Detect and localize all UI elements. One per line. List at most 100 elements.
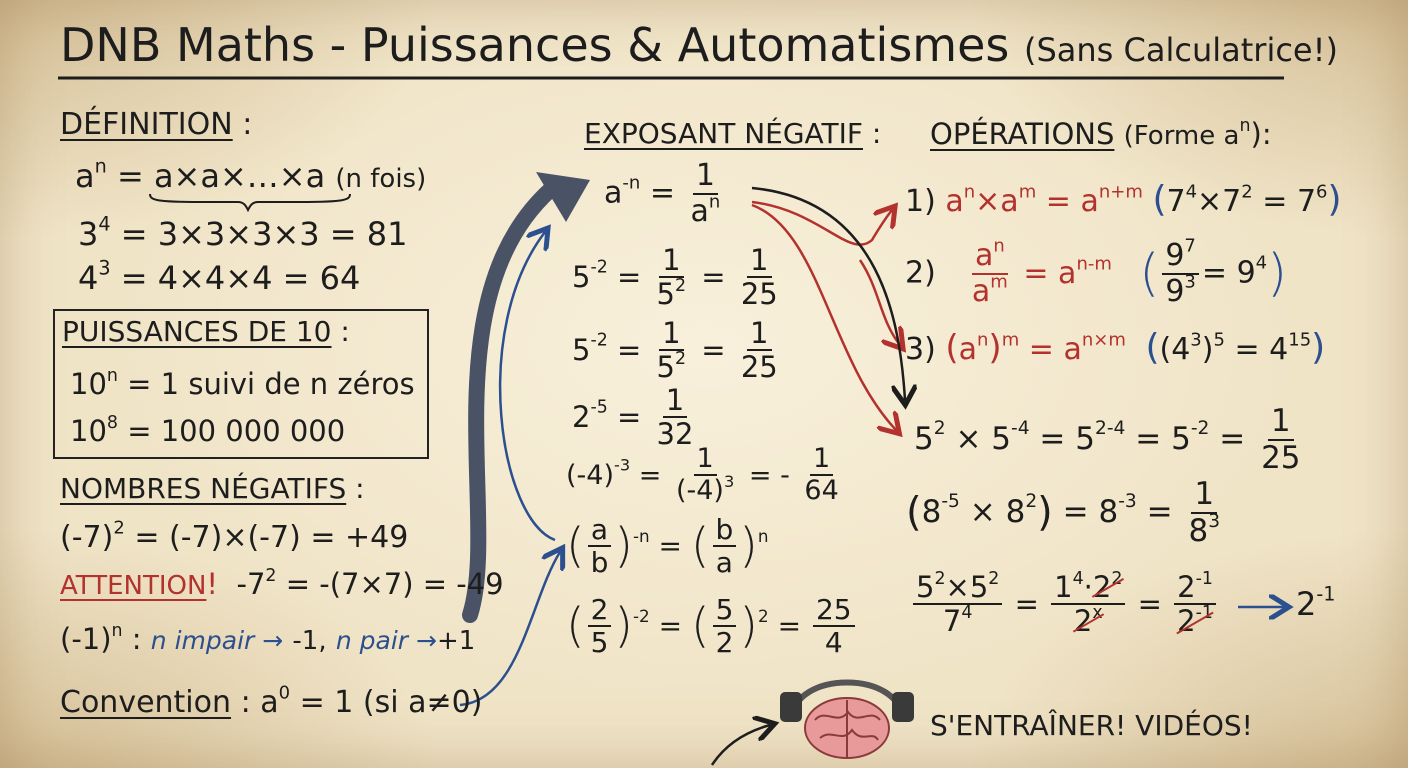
definition-heading-label: DÉFINITION xyxy=(60,107,233,142)
exa-b4: 5 xyxy=(1171,421,1191,458)
exb-b3: 8 xyxy=(1098,494,1119,531)
p10-ex-exp: 8 xyxy=(106,412,118,433)
exc-ne2: 2 xyxy=(988,568,1000,589)
practice-label[interactable]: S'ENTRAÎNER! VIDÉOS! xyxy=(930,709,1253,742)
ne4-eq2: = xyxy=(748,459,772,491)
neg-ex1-exp: 2 xyxy=(113,517,125,539)
p10-ex-base: 10 xyxy=(70,414,107,448)
negexp-rule-num: 1 xyxy=(692,160,718,195)
exc-nb2: 5 xyxy=(969,570,989,604)
op1-a1: a xyxy=(945,184,964,219)
negatives-heading: NOMBRES NÉGATIFS : xyxy=(60,475,365,503)
ne2-eq2: = xyxy=(701,332,726,367)
parity-colon: : xyxy=(131,622,142,656)
def-ex2-base: 4 xyxy=(78,259,99,297)
negexp-rule-den-base: a xyxy=(690,193,709,229)
ne6-n2: 5 xyxy=(712,595,737,628)
ne6-d2: 2 xyxy=(715,626,734,660)
op3-e3: n×m xyxy=(1081,329,1126,351)
neg-ex1-rest: = (-7)×(-7) = +49 xyxy=(134,520,409,555)
exa-b1: 5 xyxy=(914,421,934,458)
op2-ex-eq: = xyxy=(1201,255,1228,291)
exa-e1: 2 xyxy=(933,418,946,440)
operations-heading-label: OPÉRATIONS xyxy=(930,117,1115,151)
exc-de: 4 xyxy=(961,603,973,624)
big-curved-arrow-icon xyxy=(462,182,558,623)
powers10-example: 108 = 100 000 000 xyxy=(70,414,345,448)
exc-d3b: 2 xyxy=(1177,604,1196,639)
ne1-n2: 1 xyxy=(747,245,772,279)
blue-arrow-up-icon xyxy=(498,232,556,542)
p10-rule-exp: n xyxy=(106,365,118,386)
ne6-eq2: = xyxy=(777,609,802,643)
op1-ex-b2: 7 xyxy=(1222,184,1242,219)
op1-num: 1) xyxy=(905,184,936,219)
ne2-d2: 25 xyxy=(740,350,778,385)
parity-even-val: +1 xyxy=(436,626,476,656)
def-lhs-exp: n xyxy=(94,154,107,178)
exb-b1: 8 xyxy=(921,494,942,531)
ne4-exp: -3 xyxy=(614,455,631,475)
ne2-d1-exp: 2 xyxy=(675,349,687,370)
exc-n3e: -1 xyxy=(1195,568,1213,589)
ne2-n2: 1 xyxy=(747,318,772,352)
ne4-left: (-4) xyxy=(566,459,614,491)
op2-a2: a xyxy=(971,273,991,309)
exc-n2b1: 1 xyxy=(1054,570,1073,604)
operations-example-c-result: 2-1 xyxy=(1296,585,1336,620)
convention: Convention : a0 = 1 (si a≠0) xyxy=(60,684,482,718)
red-arrow-example-icon xyxy=(751,203,896,430)
ne2-d1-base: 5 xyxy=(656,350,675,385)
ne1-eq1: = xyxy=(617,259,642,294)
exc-d2b: 2 xyxy=(1073,604,1093,639)
op2-e2: m xyxy=(990,271,1008,292)
ne1-base: 5 xyxy=(572,259,591,294)
exc-d2e: x xyxy=(1092,603,1103,624)
op2-eq: = xyxy=(1023,255,1049,291)
op3-ex-eq: = xyxy=(1234,332,1260,367)
ne1-d2: 25 xyxy=(740,277,778,312)
op2-ex-b3: 9 xyxy=(1236,255,1256,291)
exa-d: 25 xyxy=(1261,439,1301,476)
operations-form-exp: n xyxy=(1239,115,1251,136)
op3-ex-b2: 4 xyxy=(1269,332,1289,367)
exc-n3b: 2 xyxy=(1177,570,1196,604)
exb-n: 1 xyxy=(1191,478,1218,514)
def-note: (n fois) xyxy=(335,164,427,194)
ne6-d3: 4 xyxy=(824,626,843,660)
brain-headphones-icon xyxy=(780,679,914,759)
op1-e2: m xyxy=(1018,181,1037,203)
ne1-exp: -2 xyxy=(590,257,608,278)
exa-b2: 5 xyxy=(991,421,1012,458)
ne6-n3: 25 xyxy=(812,595,855,628)
negatives-heading-label: NOMBRES NÉGATIFS xyxy=(60,472,347,505)
ne5-a2: a xyxy=(715,546,733,580)
negatives-example-1: (-7)2 = (-7)×(-7) = +49 xyxy=(60,519,409,555)
ne6-n1: 2 xyxy=(587,595,612,628)
ne5-b1: b xyxy=(590,546,609,580)
ne4-n1: 1 xyxy=(693,444,717,477)
op2-ex-e3: 4 xyxy=(1255,252,1268,274)
ne5-a1: a xyxy=(587,515,612,548)
exb-d-base: 8 xyxy=(1188,512,1209,549)
red-arrow-op3-icon xyxy=(858,259,900,345)
negexp-rule-base: a xyxy=(604,175,623,211)
op1-ex-eq: = xyxy=(1262,184,1288,219)
definition-colon: : xyxy=(242,107,253,142)
practice-link[interactable]: S'ENTRAÎNER! VIDÉOS! xyxy=(930,712,1253,740)
title-main: DNB Maths - Puissances & Automatismes xyxy=(60,18,1010,72)
exa-e4: -2 xyxy=(1190,418,1210,440)
def-ex1-rest: = 3×3×3×3 = 81 xyxy=(120,215,408,253)
exc-n2e2: 2 xyxy=(1111,568,1123,589)
operation-3: 3) (an)m = an×m ((43)5 = 415) xyxy=(905,327,1326,368)
page-title: DNB Maths - Puissances & Automatismes (S… xyxy=(60,22,1338,68)
ne4-eq1: = xyxy=(638,459,662,491)
op2-e3: n-m xyxy=(1076,253,1112,274)
ne1-d1-base: 5 xyxy=(656,277,675,312)
